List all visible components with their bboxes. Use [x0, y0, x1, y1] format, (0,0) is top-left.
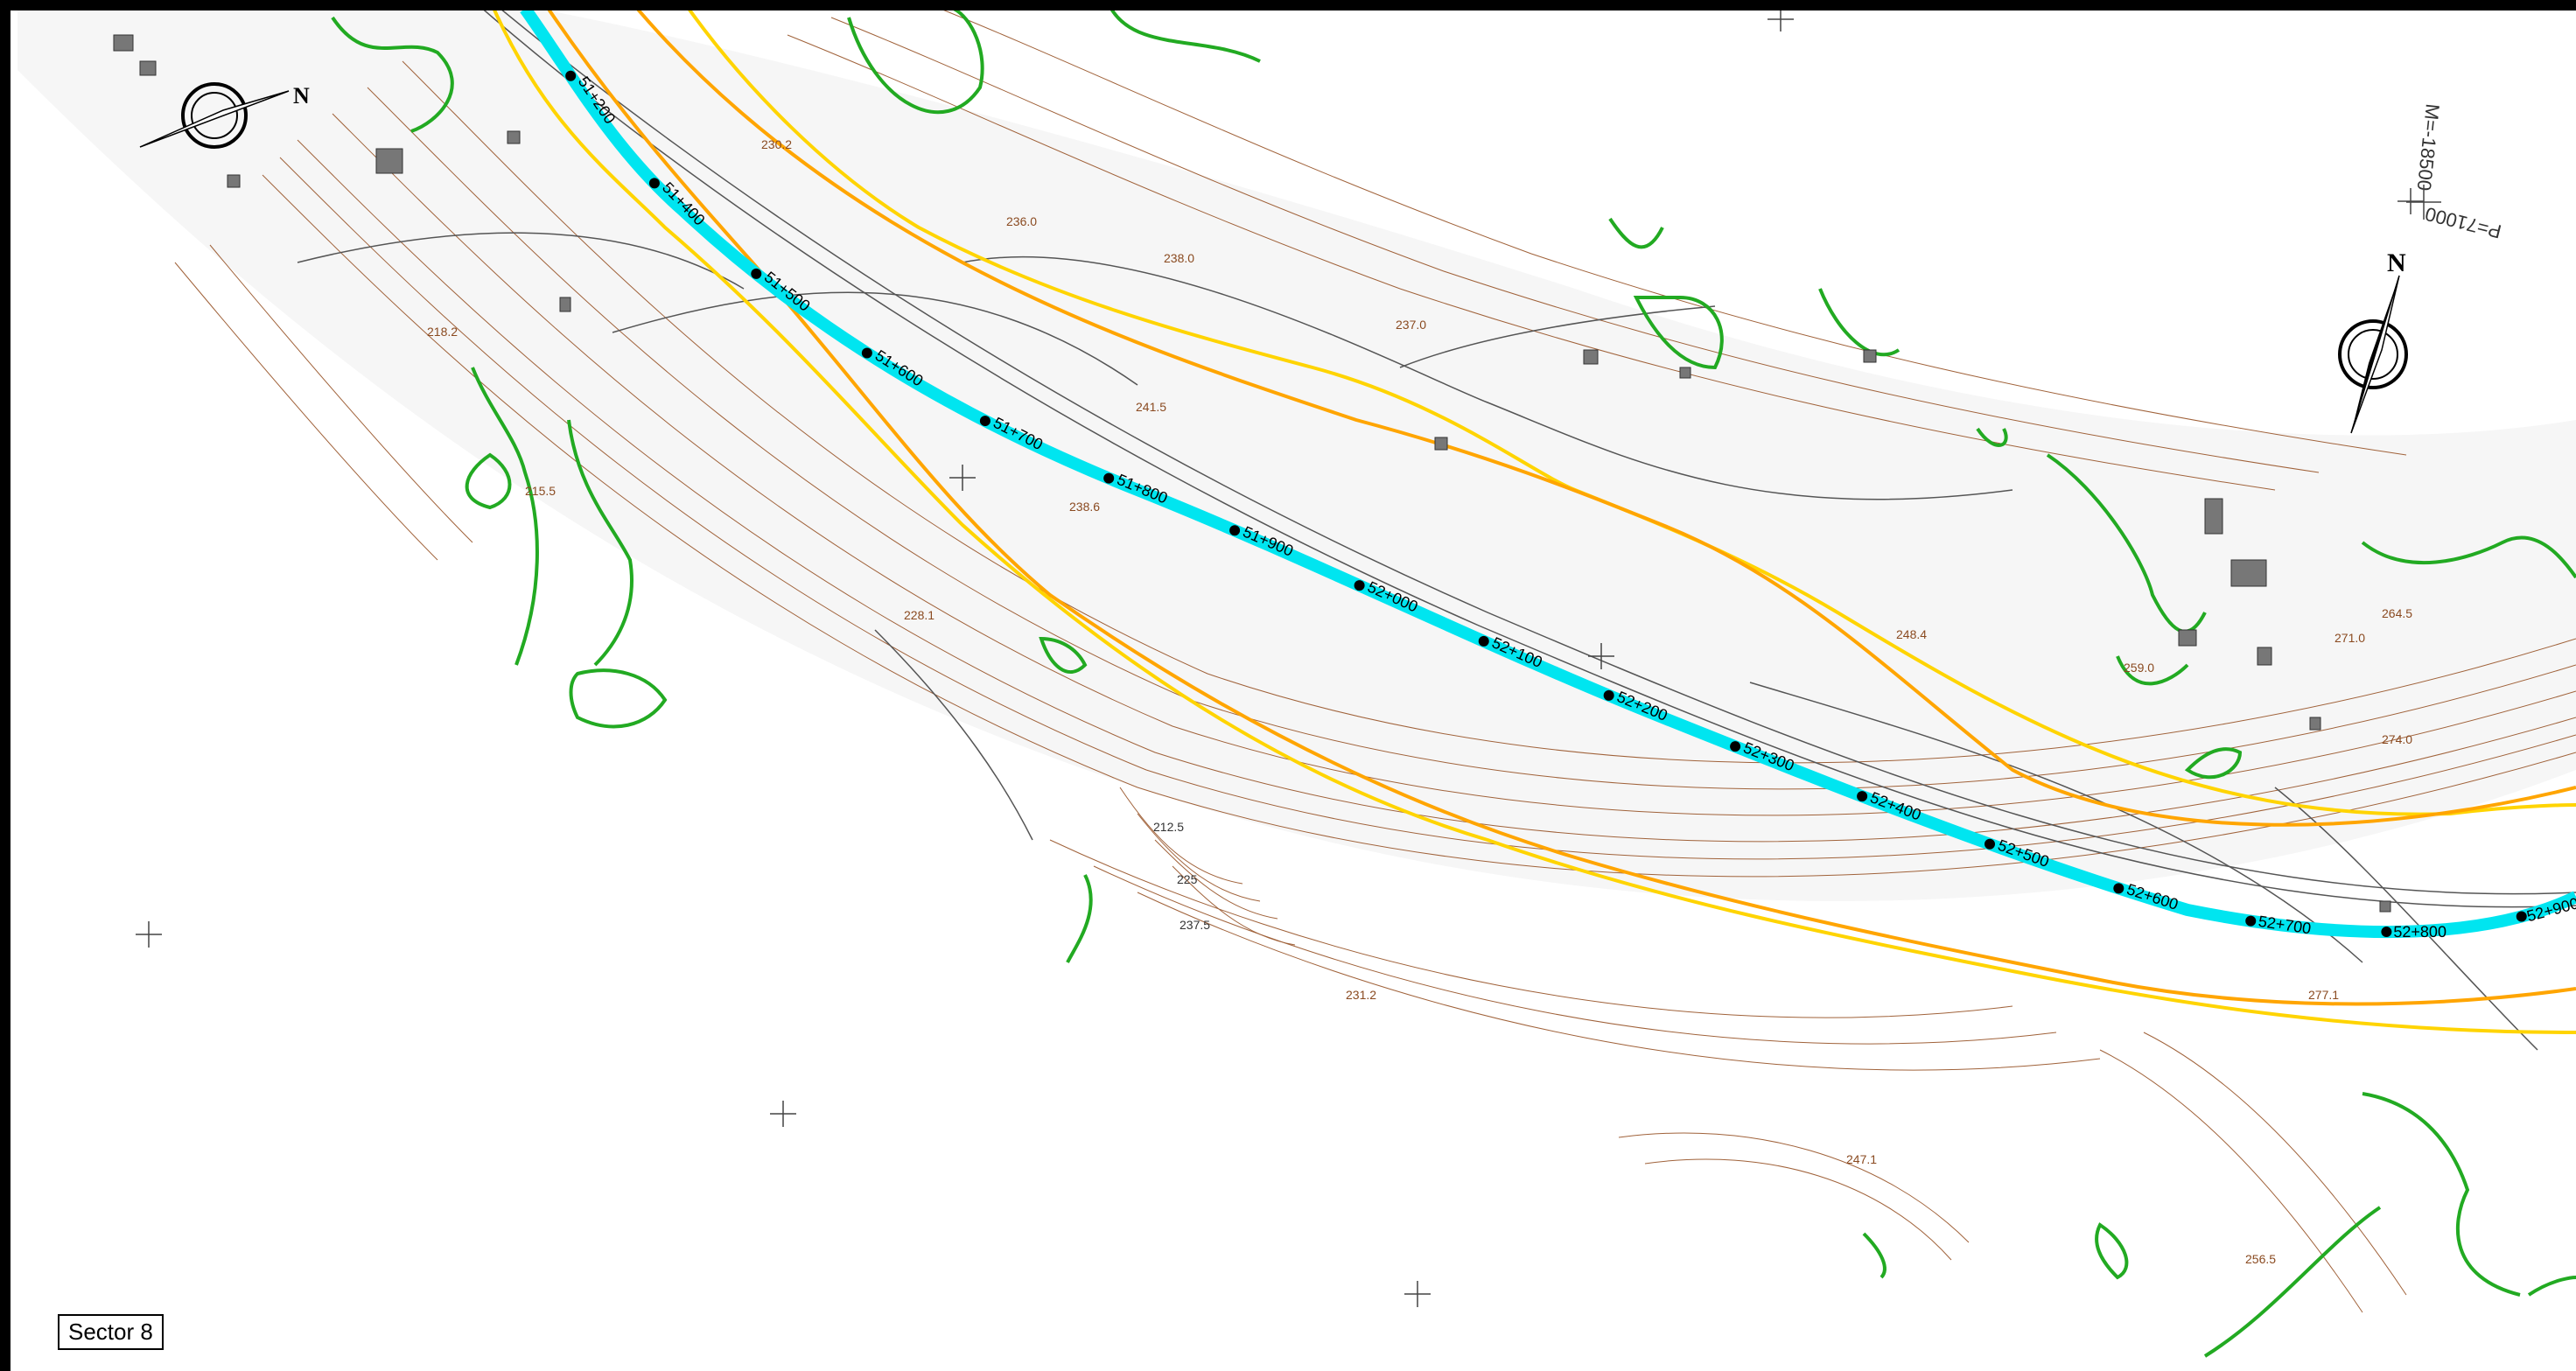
chainage-dot: [1354, 580, 1365, 591]
flood-line-orange-upper: [628, 0, 2576, 827]
elevation-label: 236.0: [1006, 214, 1037, 228]
chainage-dot: [1603, 689, 1614, 701]
elevation-label: 248.4: [1896, 627, 1927, 641]
chainage-dot: [1730, 741, 1741, 752]
route-centerline: [520, 4, 2576, 939]
frame-left-border: [0, 0, 10, 1371]
elevation-label: 256.5: [2245, 1252, 2276, 1266]
elevation-label: 271.0: [2334, 631, 2365, 645]
elevation-label: 212.5: [1153, 820, 1184, 834]
elevation-label: 238.0: [1164, 251, 1194, 265]
flood-line-yellow: [488, 0, 2576, 1034]
elevation-label: 237.5: [1180, 918, 1210, 932]
chainage-dot: [2381, 927, 2392, 938]
scale-annotation: M=-18500 P=71000: [2406, 102, 2503, 242]
chainage-dot: [1984, 838, 1996, 850]
chainage-dot: [2516, 911, 2527, 922]
elevation-label: 225: [1177, 872, 1198, 886]
compass-n-letter: N: [293, 83, 310, 108]
chainage-dot: [861, 347, 872, 359]
chainage-dot: [979, 416, 990, 427]
chainage-dot: [1478, 635, 1489, 647]
vegetation-zones: [331, 7, 2576, 1358]
buildings: [113, 34, 2391, 913]
elevation-label: 277.1: [2308, 988, 2339, 1002]
elevation-label: 228.1: [904, 608, 934, 622]
sector-label: Sector 8: [58, 1314, 164, 1350]
scale-m-text: M=-18500: [2413, 102, 2444, 192]
chainage-dot: [1857, 791, 1868, 802]
elevation-label: 259.0: [2124, 661, 2154, 675]
frame-top-border: [0, 0, 2576, 10]
elevation-label: 215.5: [525, 484, 556, 498]
elevation-label: 231.2: [1346, 988, 1376, 1002]
chainage-dot: [1103, 472, 1115, 484]
flood-line-orange: [541, 0, 2576, 1006]
elevation-label: 230.2: [761, 137, 792, 151]
elevation-label: 237.0: [1396, 318, 1426, 332]
elevation-label: 218.2: [427, 325, 458, 339]
elevation-label: 274.0: [2382, 732, 2412, 746]
elevation-label: 238.6: [1069, 500, 1100, 514]
chainage-dot: [1229, 525, 1241, 536]
chainage-label: 52+800: [2393, 923, 2446, 941]
chainage-label: 52+700: [2258, 913, 2313, 938]
compass-rose-small: N: [139, 82, 310, 149]
elevation-labels: 230.2 236.0 238.0 237.0 241.5 238.6 228.1 215.5…: [427, 137, 2412, 1266]
chainage-dot: [2245, 915, 2257, 927]
north-arrow: N: [2338, 248, 2408, 434]
elevation-label: 241.5: [1136, 400, 1166, 414]
chainage-dot: [648, 178, 660, 189]
chainage-label: 52+600: [2124, 880, 2180, 913]
elevation-label: 247.1: [1846, 1152, 1877, 1166]
chainage-dot: [751, 268, 762, 279]
chainage-label: 52+900: [2525, 894, 2576, 925]
survey-corridor: [18, 0, 2576, 901]
chainage-dot: [2113, 883, 2124, 894]
scale-p-text: P=71000: [2423, 203, 2503, 243]
grid-crosses: [136, 7, 2424, 1307]
road-network: [297, 0, 2576, 1051]
chainage-dot: [565, 70, 577, 81]
elevation-label: 264.5: [2382, 606, 2412, 620]
north-n-letter: N: [2387, 248, 2406, 277]
